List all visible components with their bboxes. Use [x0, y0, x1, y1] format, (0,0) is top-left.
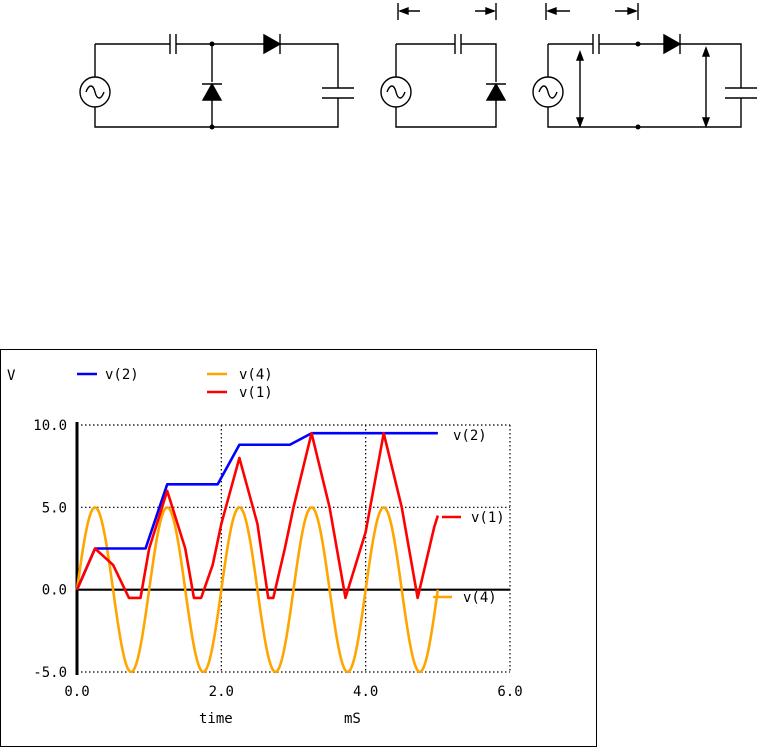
svg-text:v(4): v(4) — [239, 367, 273, 383]
span-arrow-2 — [545, 3, 639, 20]
span-arrow-1 — [397, 3, 497, 20]
legend-item-v2: v(2) — [77, 367, 139, 383]
circuit-diagrams — [79, 3, 757, 130]
end-label-v4: v(4) — [433, 590, 497, 606]
end-label-v1: v(1) — [442, 510, 505, 526]
x-unit-label: mS — [344, 711, 361, 727]
tick-labels: 0.0 2.0 4.0 6.0 10.0 5.0 0.0 -5.0 — [33, 418, 522, 700]
output-capacitor — [322, 87, 354, 99]
circuit-clamper — [380, 3, 507, 128]
x-axis-label: time — [199, 711, 233, 727]
series-lines — [75, 431, 440, 674]
clamper-diode — [485, 82, 507, 101]
svg-text:v(2): v(2) — [105, 367, 139, 383]
split-output-capacitor — [725, 87, 757, 99]
split-series-capacitor — [592, 34, 600, 54]
x-tick-label-0: 0.0 — [64, 684, 89, 700]
series-capacitor — [169, 34, 177, 54]
svg-text:v(4): v(4) — [463, 590, 497, 606]
x-tick-label-2: 4.0 — [353, 684, 378, 700]
rectifier-diode — [263, 33, 282, 55]
circuit-full-doubler — [79, 33, 354, 128]
svg-text:v(1): v(1) — [471, 510, 505, 526]
legend: v(2) v(4) v(1) — [77, 367, 273, 401]
end-label-v2: v(2) — [453, 428, 487, 444]
y-tick-label-2: 0.0 — [42, 583, 67, 599]
series-line-v2 — [75, 431, 438, 591]
series-line-v1 — [75, 431, 440, 600]
legend-item-v1: v(1) — [207, 385, 273, 401]
y-unit-label: V — [7, 368, 16, 384]
series-line-v4 — [75, 506, 440, 674]
voltage-arrow-right — [701, 46, 711, 128]
voltage-time-chart: 0.0 2.0 4.0 6.0 10.0 5.0 0.0 -5.0 V time mS v(2… — [7, 367, 523, 727]
y-tick-label-1: 5.0 — [42, 500, 67, 516]
x-tick-label-3: 6.0 — [497, 684, 522, 700]
chart-frame: 0.0 2.0 4.0 6.0 10.0 5.0 0.0 -5.0 V time mS v(2… — [0, 349, 597, 747]
ac-source-symbol-3 — [532, 76, 564, 108]
ac-source-symbol-2 — [380, 76, 412, 108]
svg-text:v(1): v(1) — [239, 385, 273, 401]
legend-item-v4: v(4) — [207, 367, 273, 383]
split-rectifier-diode — [663, 33, 682, 55]
svg-text:v(2): v(2) — [453, 428, 487, 444]
voltage-arrow-left — [575, 50, 585, 128]
x-tick-label-1: 2.0 — [209, 684, 234, 700]
clamper-capacitor — [454, 34, 462, 54]
circuit-split-doubler — [532, 3, 757, 130]
ac-source-symbol — [79, 76, 111, 108]
clamp-diode — [201, 82, 223, 101]
y-tick-label-3: -5.0 — [33, 665, 67, 681]
y-tick-label-0: 10.0 — [33, 418, 67, 434]
